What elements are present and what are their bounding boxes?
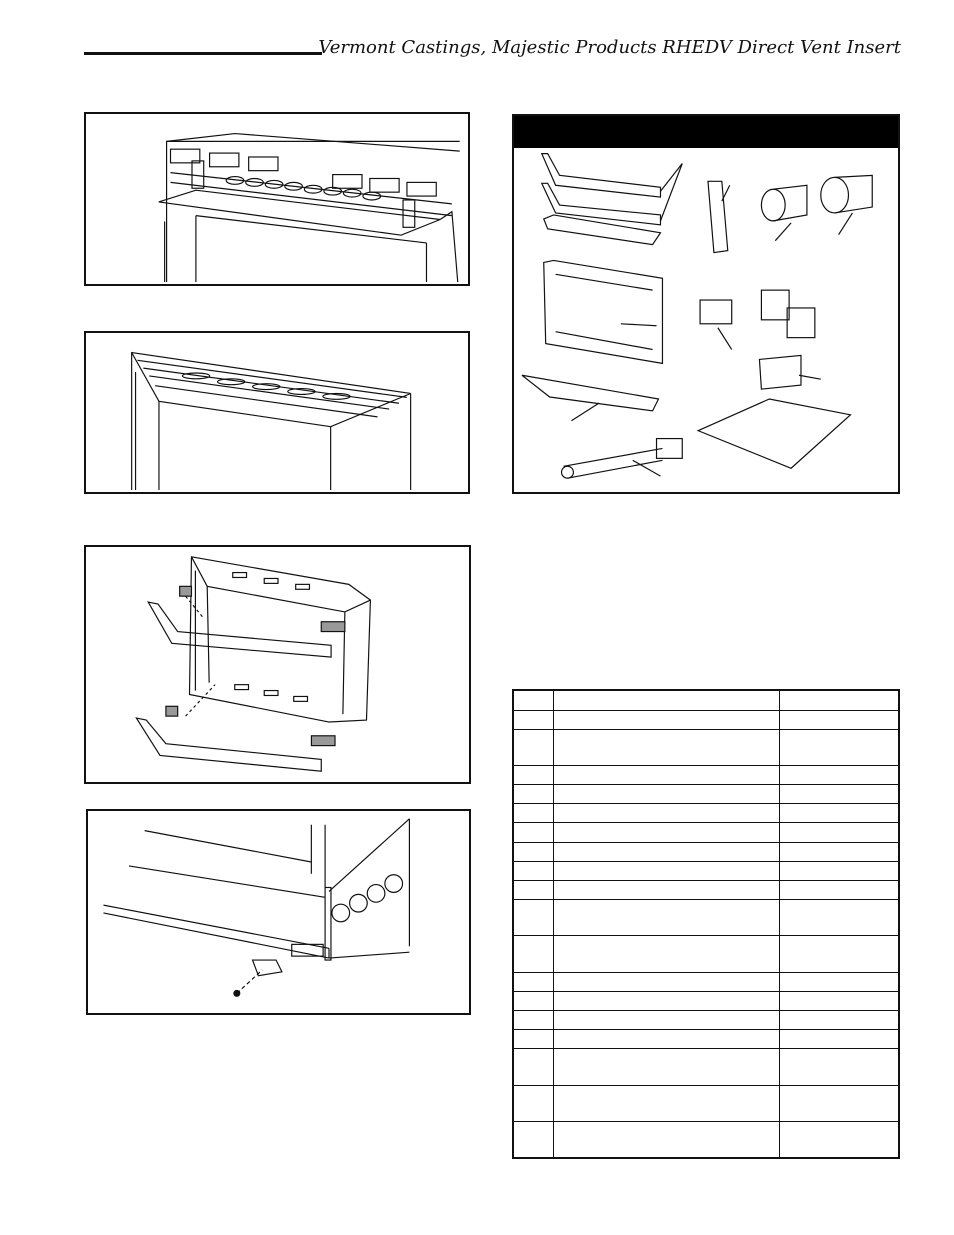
table-row xyxy=(512,1029,900,1050)
table-cell xyxy=(778,1048,900,1086)
table-cell xyxy=(552,1029,780,1050)
table-cell xyxy=(512,728,554,766)
figure-upper-vent-brackets xyxy=(84,112,470,286)
table-cell xyxy=(512,935,554,973)
table-cell xyxy=(778,1084,900,1122)
table-cell xyxy=(512,971,554,992)
table-cell xyxy=(512,1029,554,1050)
table-row xyxy=(512,990,900,1012)
table-row xyxy=(512,971,900,992)
table-row xyxy=(512,1084,900,1122)
table-cell xyxy=(778,879,900,901)
table-cell xyxy=(552,860,780,881)
header-rule xyxy=(84,52,322,55)
figure-trim-assembly xyxy=(84,545,471,784)
table-cell xyxy=(552,728,780,766)
table-cell xyxy=(512,764,554,786)
table-cell xyxy=(512,784,554,805)
table-cell xyxy=(512,879,554,901)
table-cell xyxy=(778,971,900,992)
table-cell xyxy=(778,728,900,766)
table-row xyxy=(512,1009,900,1031)
table-header-row xyxy=(512,689,900,711)
table-cell xyxy=(778,1029,900,1050)
table-cell xyxy=(778,935,900,973)
table-cell xyxy=(512,803,554,824)
table-row xyxy=(512,935,900,973)
table-cell xyxy=(552,899,780,937)
table-cell xyxy=(778,803,900,824)
table-cell xyxy=(552,709,780,730)
table-cell xyxy=(552,990,780,1012)
table-cell xyxy=(512,1120,554,1159)
table-row xyxy=(512,709,900,730)
table-row xyxy=(512,803,900,824)
table-row xyxy=(512,1048,900,1086)
column-header xyxy=(552,689,780,711)
table-cell xyxy=(512,822,554,843)
table-cell xyxy=(512,1009,554,1031)
parts-kit-header-bar xyxy=(514,116,898,148)
table-cell xyxy=(552,1048,780,1086)
table-cell xyxy=(512,1048,554,1086)
figure-floor-bracket xyxy=(86,809,471,1015)
table-cell xyxy=(552,935,780,973)
table-row xyxy=(512,860,900,881)
table-row xyxy=(512,728,900,766)
table-cell xyxy=(512,860,554,881)
table-cell xyxy=(552,879,780,901)
parts-list-table xyxy=(512,689,900,1159)
table-cell xyxy=(552,1120,780,1159)
table-cell xyxy=(778,784,900,805)
table-cell xyxy=(778,899,900,937)
table-cell xyxy=(552,803,780,824)
table-cell xyxy=(512,841,554,862)
table-row xyxy=(512,1120,900,1159)
table-cell xyxy=(552,1084,780,1122)
table-cell xyxy=(778,764,900,786)
table-cell xyxy=(552,822,780,843)
table-cell xyxy=(512,1084,554,1122)
table-cell xyxy=(778,822,900,843)
table-cell xyxy=(778,860,900,881)
table-cell xyxy=(778,1009,900,1031)
table-cell xyxy=(778,990,900,1012)
table-row xyxy=(512,879,900,901)
table-cell xyxy=(512,899,554,937)
table-cell xyxy=(552,764,780,786)
table-row xyxy=(512,899,900,937)
table-cell xyxy=(552,841,780,862)
page-header-title: Vermont Castings, Majestic Products RHED… xyxy=(318,37,901,58)
column-header xyxy=(778,689,900,711)
parts-kit-illustration xyxy=(512,114,900,494)
column-header xyxy=(512,689,554,711)
table-cell xyxy=(512,990,554,1012)
table-row xyxy=(512,841,900,862)
table-row xyxy=(512,784,900,805)
table-cell xyxy=(778,709,900,730)
table-cell xyxy=(778,841,900,862)
figure-louvered-surround xyxy=(84,331,470,494)
table-row xyxy=(512,822,900,843)
table-cell xyxy=(552,784,780,805)
table-cell xyxy=(778,1120,900,1159)
table-cell xyxy=(552,971,780,992)
parts-table-body xyxy=(512,709,900,1159)
table-cell xyxy=(512,709,554,730)
table-row xyxy=(512,764,900,786)
table-cell xyxy=(552,1009,780,1031)
